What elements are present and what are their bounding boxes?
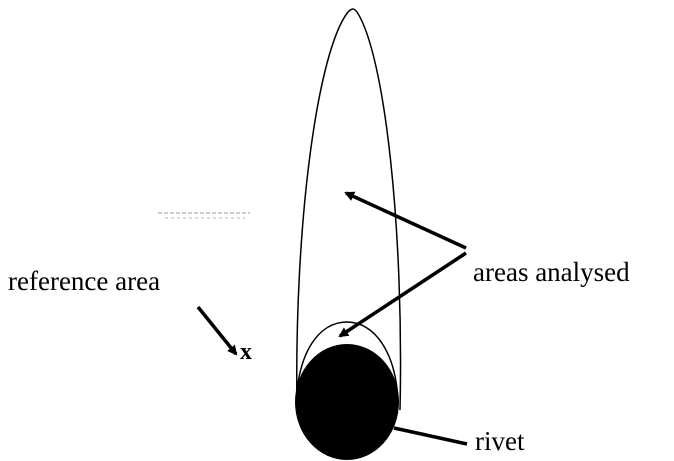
arrow-to-elongated-area: [344, 191, 467, 250]
reference-area-label: reference area: [8, 266, 160, 296]
small-analysed-area: [295, 321, 399, 406]
elongated-analysed-area: [296, 8, 402, 411]
arrow-to-reference-area: [196, 305, 238, 356]
rivet-shape: [295, 344, 399, 460]
reference-area-marker: x: [240, 339, 252, 365]
rivet-label: rivet: [475, 426, 525, 456]
rivet-leader-line: [393, 426, 468, 446]
areas-analysed-label: areas analysed: [473, 257, 630, 287]
arrow-to-small-area: [338, 251, 467, 338]
scan-smudge: [158, 212, 250, 219]
